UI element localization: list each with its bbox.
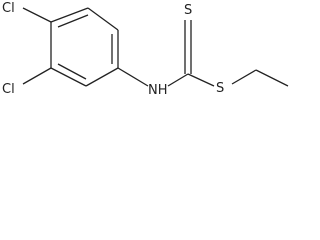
atom-label-cl-bottom: Cl	[2, 82, 15, 97]
atom-label-nh: NH	[148, 83, 168, 98]
ring-bond-1	[50, 7, 89, 23]
benzene-ring	[50, 7, 119, 87]
atom-label-cl-top: Cl	[2, 1, 15, 16]
bond-c3-cl	[22, 67, 52, 85]
ring-double-inner-3	[57, 63, 87, 80]
ring-bond-4	[85, 67, 119, 87]
bond-n-c	[167, 73, 189, 87]
atom-label-s-thione: S	[184, 3, 192, 18]
bond-c4-cl	[22, 7, 52, 23]
molecule-structure: Cl Cl NH S S	[2, 1, 289, 98]
atom-label-s-thioether: S	[216, 81, 224, 96]
ring-bond-5	[50, 67, 87, 87]
bond-ch2-ch3	[255, 69, 289, 87]
ring-double-inner-1	[57, 14, 89, 28]
bond-c-s-single	[187, 73, 215, 87]
ring-bond-2	[87, 7, 119, 31]
bond-ring-n	[117, 67, 149, 87]
bond-s-ch2	[231, 69, 257, 85]
